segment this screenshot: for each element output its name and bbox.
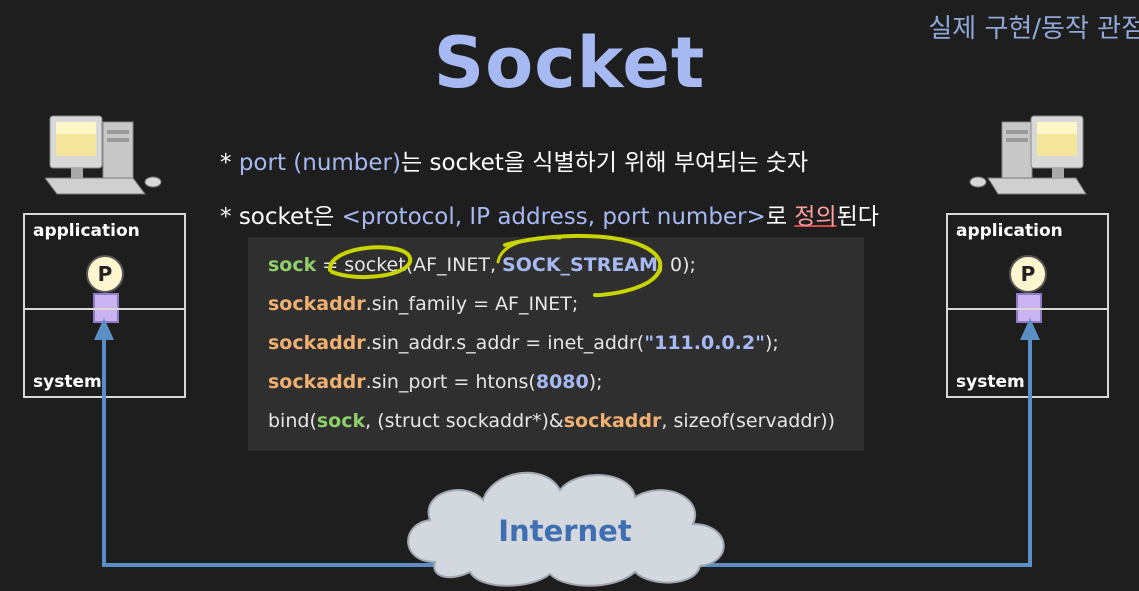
bullet-socket-definition: * socket은 <protocol, IP address, port nu… [220, 197, 879, 231]
code-number: 8080 [535, 371, 589, 393]
code-var: sock [268, 254, 317, 276]
layer-divider [948, 308, 1107, 310]
code-var: sock [316, 410, 366, 432]
layer-divider [25, 308, 184, 310]
code-text: = socket(AF_INET, [316, 254, 503, 276]
application-layer-label: application [33, 221, 140, 241]
code-text: .sin_addr.s_addr = inet_addr( [365, 332, 645, 354]
desktop-computer-icon [969, 115, 1087, 195]
code-line: sock = socket(AF_INET, SOCK_STREAM, 0); [268, 254, 696, 276]
bullet-text: 된다 [836, 204, 879, 230]
bullet-text: 로 [765, 204, 795, 230]
bullet-star: * [220, 204, 239, 230]
bullet-highlight: <protocol, IP address, port number> [341, 204, 766, 230]
cloud-icon [407, 471, 725, 587]
host-stack-left: application P system [23, 213, 186, 398]
code-line: sockaddr.sin_port = htons(8080); [268, 371, 603, 393]
bullet-text: 는 socket을 식별하기 위해 부여되는 숫자 [400, 150, 809, 176]
bullet-star: * [220, 150, 239, 176]
code-text: , (struct sockaddr*)& [365, 410, 564, 432]
process-circle: P [86, 255, 124, 293]
system-layer-label: system [956, 372, 1025, 392]
code-var: sockaddr [268, 293, 366, 315]
code-constant: SOCK_STREAM [502, 254, 658, 276]
code-text: bind( [268, 410, 317, 432]
application-layer-label: application [956, 221, 1063, 241]
code-line: sockaddr.sin_addr.s_addr = inet_addr("11… [268, 332, 779, 354]
host-stack-right: application P system [946, 213, 1109, 398]
code-text: .sin_family = AF_INET; [365, 293, 579, 315]
code-var: sockaddr [563, 410, 662, 432]
code-text: .sin_port = htons( [365, 371, 536, 393]
bullet-underlined-word: 정의 [794, 204, 837, 230]
bullet-port-definition: * port (number)는 socket을 식별하기 위해 부여되는 숫자 [220, 143, 808, 177]
code-line: sockaddr.sin_family = AF_INET; [268, 293, 578, 315]
code-var: sockaddr [268, 332, 366, 354]
corner-title: 실제 구현/동작 관점 [928, 14, 1139, 44]
internet-label: Internet [498, 514, 632, 548]
system-layer-label: system [33, 372, 102, 392]
code-block: sock = socket(AF_INET, SOCK_STREAM, 0); … [248, 237, 864, 451]
bullet-text: socket은 [238, 204, 342, 230]
process-circle: P [1009, 255, 1047, 293]
desktop-computer-icon [45, 115, 162, 195]
code-line: bind(sock, (struct sockaddr*)&sockaddr, … [268, 410, 835, 432]
code-text: ); [588, 371, 603, 393]
code-text: , sizeof(servaddr)) [661, 410, 836, 432]
bullet-highlight: port (number) [238, 150, 401, 176]
code-text: ); [765, 332, 779, 354]
code-var: sockaddr [268, 371, 366, 393]
page-title: Socket [433, 22, 706, 104]
code-text: , 0); [657, 254, 696, 276]
code-string: "111.0.0.2" [644, 332, 765, 354]
